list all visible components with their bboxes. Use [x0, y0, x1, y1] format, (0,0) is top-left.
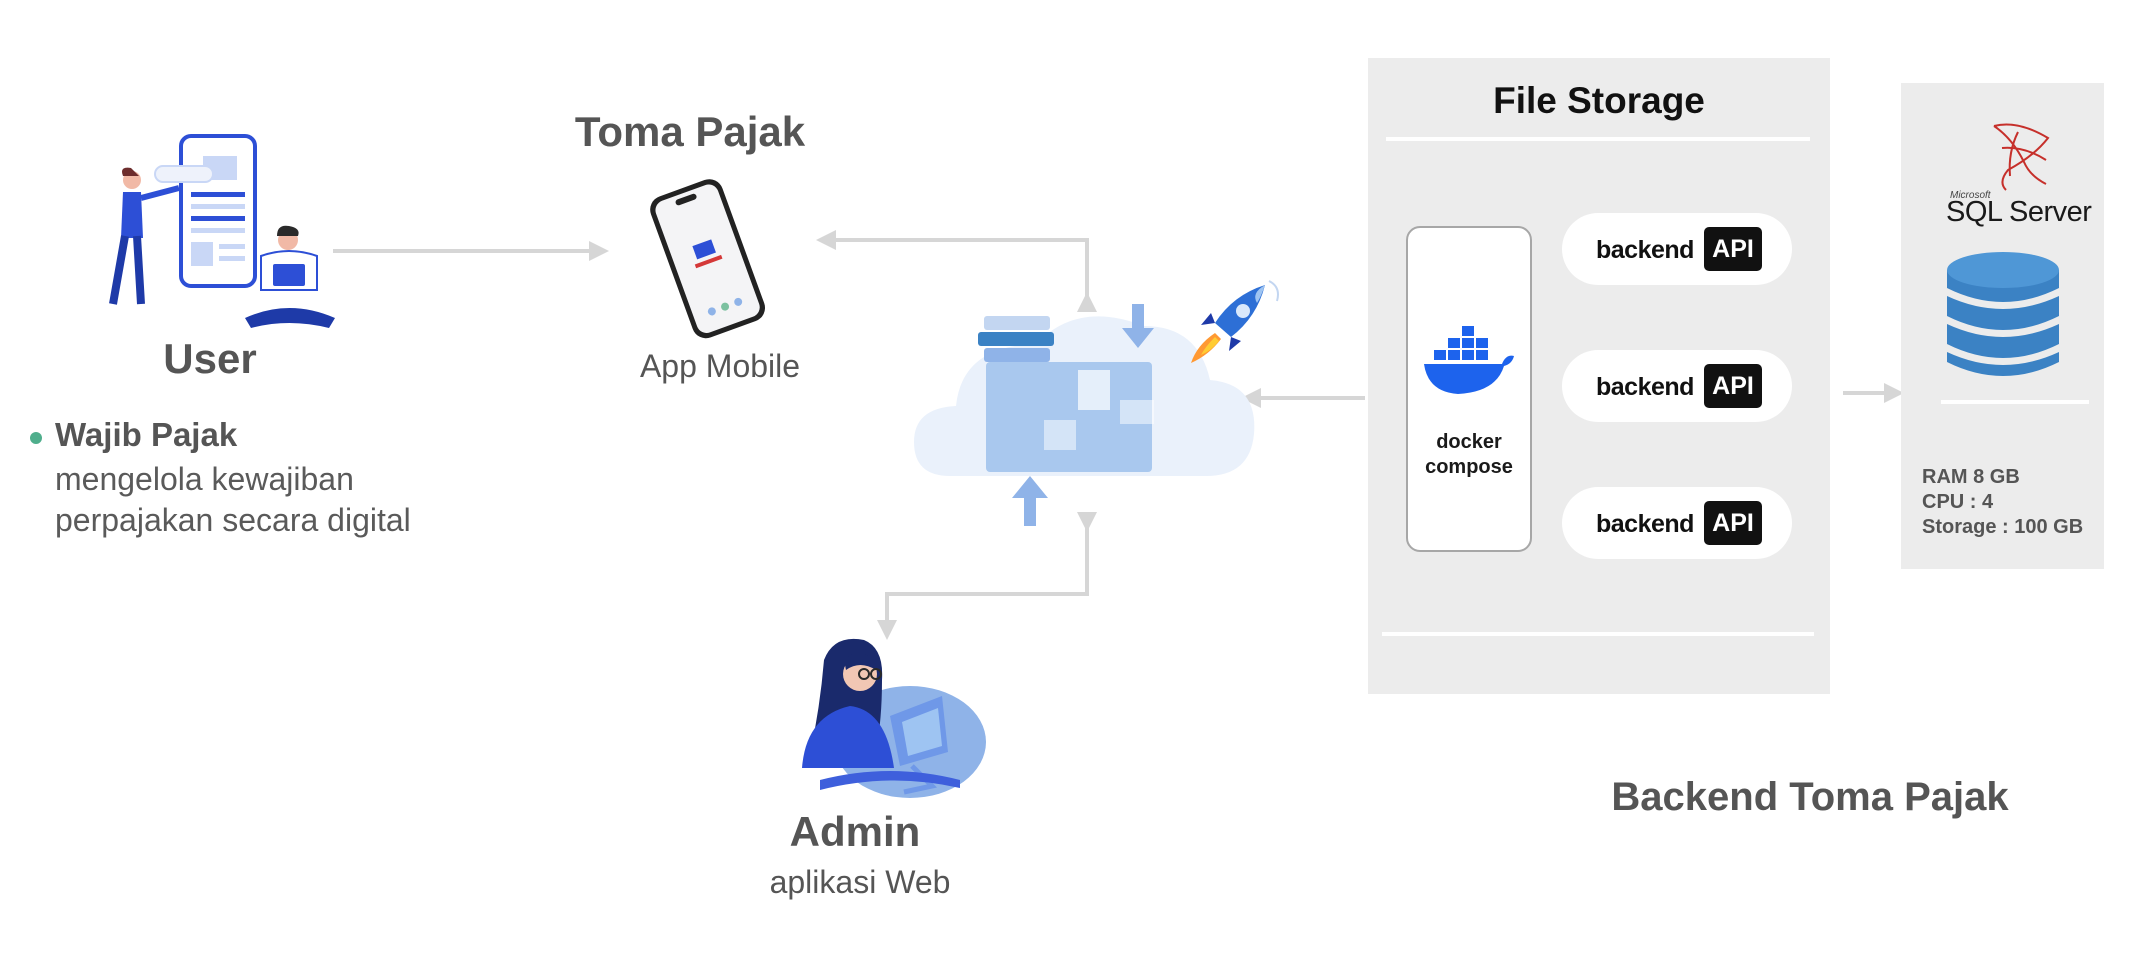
app-subtitle: App Mobile [639, 348, 801, 384]
user-illustration-icon [109, 134, 335, 328]
admin-subtitle: aplikasi Web [769, 864, 951, 900]
file-storage-title: File Storage [1493, 80, 1705, 121]
spec-cpu: CPU : 4 [1922, 491, 1994, 513]
api-badge: API [1704, 227, 1762, 271]
backend-title: Backend Toma Pajak [1611, 775, 2009, 819]
docker-compose-label: docker compose [1425, 431, 1513, 478]
api-service-word: backend [1596, 373, 1694, 401]
user-role: Wajib Pajak [55, 416, 238, 453]
storage-divider-top [1386, 137, 1810, 141]
bullet-dot [30, 432, 42, 444]
api-badge: API [1704, 501, 1762, 545]
server-specs: RAM 8 GB CPU : 4 Storage : 100 GB [1922, 465, 2083, 540]
admin-illustration-icon [802, 638, 986, 798]
rocket-icon [1191, 280, 1279, 363]
admin-title: Admin [789, 808, 921, 855]
api-badge: API [1704, 364, 1762, 408]
storage-divider-bottom [1382, 632, 1814, 636]
user-title: User [163, 335, 257, 382]
user-description: mengelola kewajiban perpajakan secara di… [55, 461, 411, 538]
app-title: Toma Pajak [574, 108, 806, 155]
docker-whale-icon [1424, 326, 1514, 394]
api-service-word: backend [1596, 236, 1694, 264]
api-service-word: backend [1596, 510, 1694, 538]
arrow-app-cloud [816, 230, 1097, 312]
sql-server-logo-icon [1993, 123, 2050, 191]
sql-vendor: Microsoft [1950, 190, 1991, 201]
database-icon [1947, 252, 2059, 376]
phone-icon [650, 179, 766, 339]
sql-server-name: SQL Server [1946, 196, 2092, 228]
spec-ram: RAM 8 GB [1922, 466, 2020, 488]
arrow-admin-cloud [877, 512, 1097, 640]
cloud-storage-icon [914, 304, 1255, 526]
server-divider [1941, 400, 2089, 404]
spec-storage: Storage : 100 GB [1922, 516, 2084, 538]
